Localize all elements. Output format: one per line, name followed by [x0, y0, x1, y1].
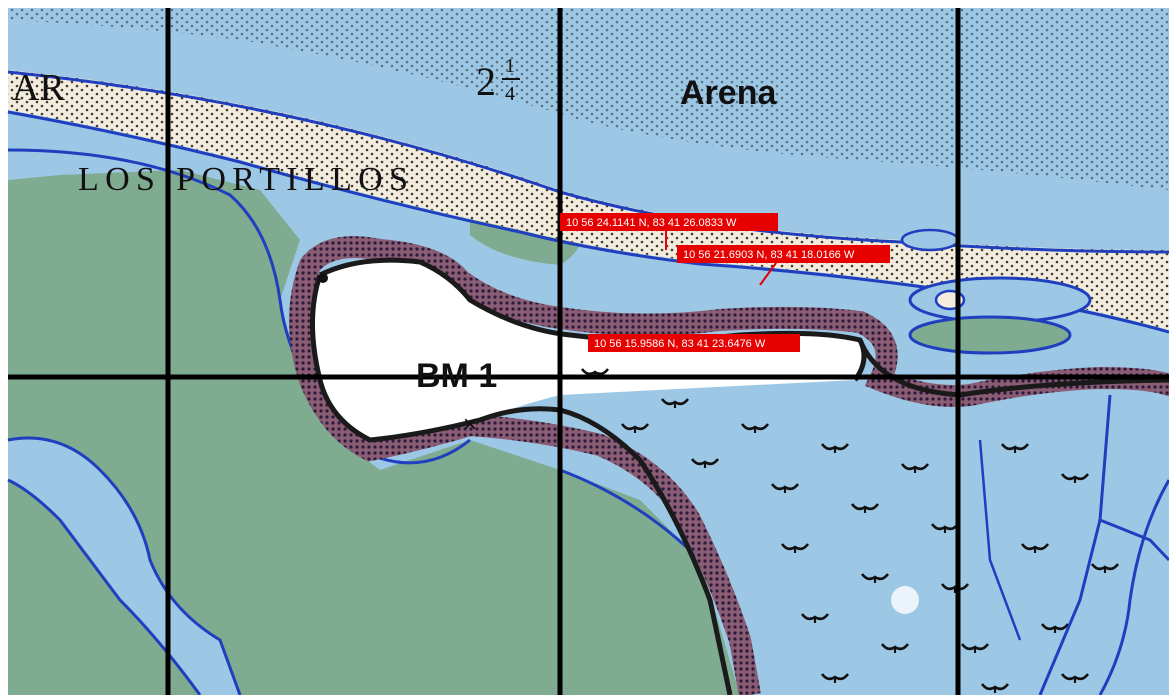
depth-whole: 2 [476, 59, 496, 104]
coordinate-marker-3[interactable]: 10 56 15.9586 N, 83 41 23.6476 W [588, 334, 800, 352]
marker-label: 10 56 21.6903 N, 83 41 18.0166 W [683, 249, 855, 261]
label-arena: Arena [680, 74, 777, 112]
cross-mark: × [463, 411, 477, 438]
label-benchmark: BM 1 [416, 357, 497, 395]
map-grid [8, 8, 1169, 695]
depth-numerator: 1 [505, 55, 515, 77]
land-area [8, 170, 740, 695]
label-los-portillos: LOS PORTILLOS [78, 161, 408, 198]
coordinate-marker-2[interactable]: 10 56 21.6903 N, 83 41 18.0166 W [677, 245, 890, 286]
marker-label: 10 56 24.1141 N, 83 41 26.0833 W [566, 217, 737, 229]
coordinate-marker-1[interactable]: 10 56 24.1141 N, 83 41 26.0833 W [560, 213, 778, 250]
marker-label: 10 56 15.9586 N, 83 41 23.6476 W [594, 338, 766, 350]
label-ar: AR [12, 67, 65, 109]
depth-denominator: 4 [505, 83, 515, 105]
